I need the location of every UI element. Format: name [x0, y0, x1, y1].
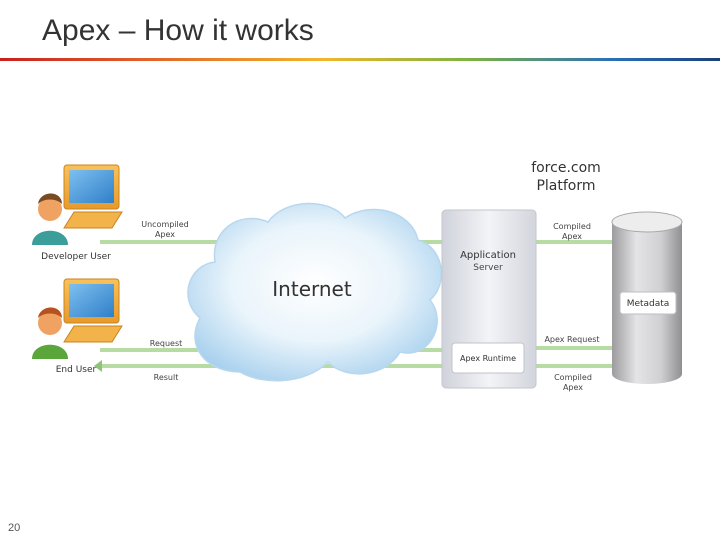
platform-label-line2: Platform — [536, 178, 595, 194]
compiled-apex-label-line2: Apex — [562, 232, 582, 241]
application-server-label-line2: Server — [473, 263, 503, 273]
uncompiled-apex-label-line2: Apex — [155, 230, 175, 239]
apex-runtime-box: Apex Runtime — [451, 342, 525, 374]
developer-user-icon — [32, 164, 123, 245]
request-label: Request — [150, 339, 183, 348]
developer-user-label: Developer User — [41, 252, 111, 262]
application-server-label-line1: Application — [460, 250, 516, 261]
end-user-label: End User — [56, 365, 97, 375]
internet-label: Internet — [272, 277, 352, 301]
compiled-apex-return-label-line1: Compiled — [554, 373, 592, 382]
application-server: Application Server Apex Runtime — [441, 209, 537, 389]
apex-runtime-label: Apex Runtime — [460, 354, 516, 363]
metadata-database: Metadata — [611, 211, 683, 384]
uncompiled-apex-label-line1: Uncompiled — [141, 220, 189, 229]
end-user-icon — [32, 278, 123, 359]
slide-title: Apex – How it works — [42, 14, 314, 47]
result-label: Result — [154, 373, 179, 382]
page-number: 20 — [8, 522, 21, 534]
title-divider — [0, 58, 720, 61]
compiled-apex-label-line1: Compiled — [553, 222, 591, 231]
compiled-apex-return-label-line2: Apex — [563, 383, 583, 392]
platform-label-line1: force.com — [531, 160, 601, 176]
metadata-label: Metadata — [627, 299, 670, 309]
apex-request-label: Apex Request — [544, 335, 599, 344]
internet-cloud: Internet — [187, 202, 443, 382]
